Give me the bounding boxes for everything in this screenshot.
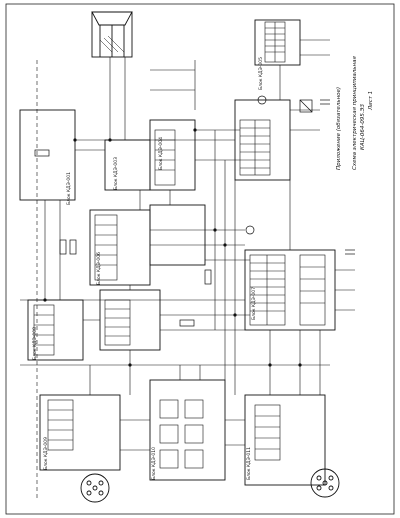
- title-line-3: КАЦ-064-095.Э3: [360, 104, 366, 150]
- block-bottom-right: [244, 394, 326, 486]
- block-label: Блок КДЭ-008: [32, 327, 38, 360]
- block-outlines: [19, 11, 336, 486]
- block-label: Блок КДЭ-006: [96, 252, 102, 285]
- block-label: Блок КДЭ-009: [43, 437, 49, 470]
- block-mid-center: [149, 204, 206, 266]
- wiring: [20, 39, 355, 500]
- block-label: Блок КДЭ-003: [113, 157, 119, 190]
- block-label: Блок КДЭ-005: [258, 57, 264, 90]
- block-label: Блок КДЭ-004: [158, 137, 164, 170]
- block-center: [149, 119, 196, 191]
- hatch-pattern: [99, 35, 125, 53]
- block-label-group: Блок КДЭ-001 Блок КДЭ-003 Блок КДЭ-004 Б…: [32, 57, 264, 480]
- block-bottom-center: [149, 379, 226, 481]
- block-top-left: [19, 109, 76, 201]
- sheet-frame: [5, 3, 395, 515]
- title-block: Приложение (обязательное) Схема электрич…: [336, 55, 374, 170]
- block-label: Блок КДЭ-010: [151, 447, 157, 480]
- block-bottom-left: [39, 394, 121, 471]
- plug-connector-right: [310, 468, 340, 498]
- title-line-2: Схема электрическая принципиальная: [352, 55, 358, 170]
- tube-symbol: [91, 11, 133, 57]
- block-upper-mid: [104, 139, 151, 191]
- title-line-1: Приложение (обязательное): [336, 87, 342, 170]
- block-top-right: [254, 19, 301, 66]
- block-label: Блок КДЭ-011: [246, 447, 252, 480]
- connector-strips: [33, 21, 326, 469]
- block-label: Блок КДЭ-007: [251, 287, 257, 320]
- plug-connector-left: [80, 473, 110, 503]
- terminal-dots: [43, 128, 302, 367]
- title-sheet: Лист 1: [368, 91, 374, 111]
- block-right-terminal: [244, 249, 336, 331]
- block-label: Блок КДЭ-001: [66, 172, 72, 205]
- small-components: [34, 95, 355, 327]
